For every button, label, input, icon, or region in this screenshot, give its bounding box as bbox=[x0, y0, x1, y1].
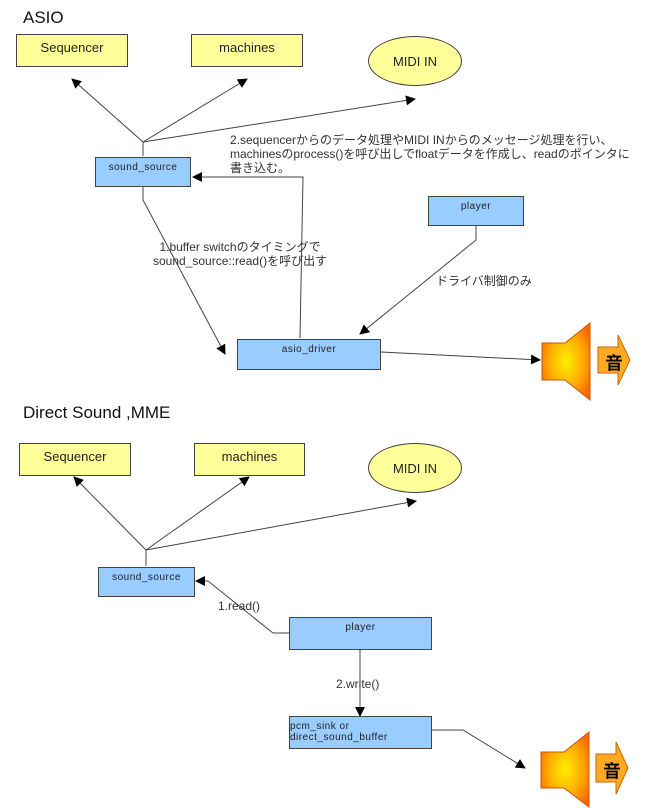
ds-arrow-to-machines bbox=[145, 476, 250, 551]
section-title-asio: ASIO bbox=[23, 8, 64, 27]
speaker-icon bbox=[541, 321, 631, 402]
section-title-directsound: Direct Sound ,MME bbox=[23, 403, 171, 422]
machines-node: machines bbox=[191, 34, 303, 67]
arrow-to-sequencer bbox=[71, 78, 144, 143]
sound-source-node: sound_source bbox=[95, 157, 191, 187]
ds-sequencer-node: Sequencer bbox=[19, 443, 131, 476]
read-note: 1.read() bbox=[218, 599, 261, 613]
arrow-driver-to-sound-source bbox=[192, 172, 304, 339]
speaker-icon bbox=[540, 730, 629, 809]
ds-sink-node: pcm_sink or direct_sound_buffer bbox=[289, 716, 432, 749]
arrow-to-machines bbox=[142, 78, 248, 143]
ds-arrow-to-sequencer bbox=[73, 476, 147, 551]
player-note: ドライバ制御のみ bbox=[436, 274, 532, 288]
ds-arrow-player-to-sound-source bbox=[195, 576, 289, 634]
sequencer-node: Sequencer bbox=[16, 34, 128, 67]
ds-machines-node: machines bbox=[194, 443, 305, 476]
sound-label: 音 bbox=[605, 354, 623, 373]
arrow-driver-to-speaker bbox=[380, 351, 541, 365]
step2-note: 2.sequencerからのデータ処理やMIDI INからのメッセージ処理を行い… bbox=[230, 133, 630, 175]
asio-driver-node: asio_driver bbox=[237, 339, 381, 370]
ds-sound-source-node: sound_source bbox=[98, 567, 195, 597]
ds-midi-in-node: MIDI IN bbox=[368, 443, 462, 493]
player-node: player bbox=[428, 196, 524, 226]
write-note: 2.write() bbox=[336, 677, 380, 691]
arrow-sound-source-to-driver bbox=[142, 186, 226, 355]
midi-in-node: MIDI IN bbox=[368, 36, 462, 86]
ds-arrow-sink-to-speaker bbox=[432, 729, 526, 769]
ds-sound-label: 音 bbox=[603, 762, 621, 781]
arrow-player-to-driver bbox=[359, 225, 477, 335]
ds-player-node: player bbox=[289, 617, 432, 650]
ds-arrow-to-midi-in bbox=[145, 497, 417, 551]
step1-note: 1.buffer switchのタイミングで sound_source::rea… bbox=[153, 240, 328, 268]
arrow-to-midi-in bbox=[142, 95, 416, 143]
